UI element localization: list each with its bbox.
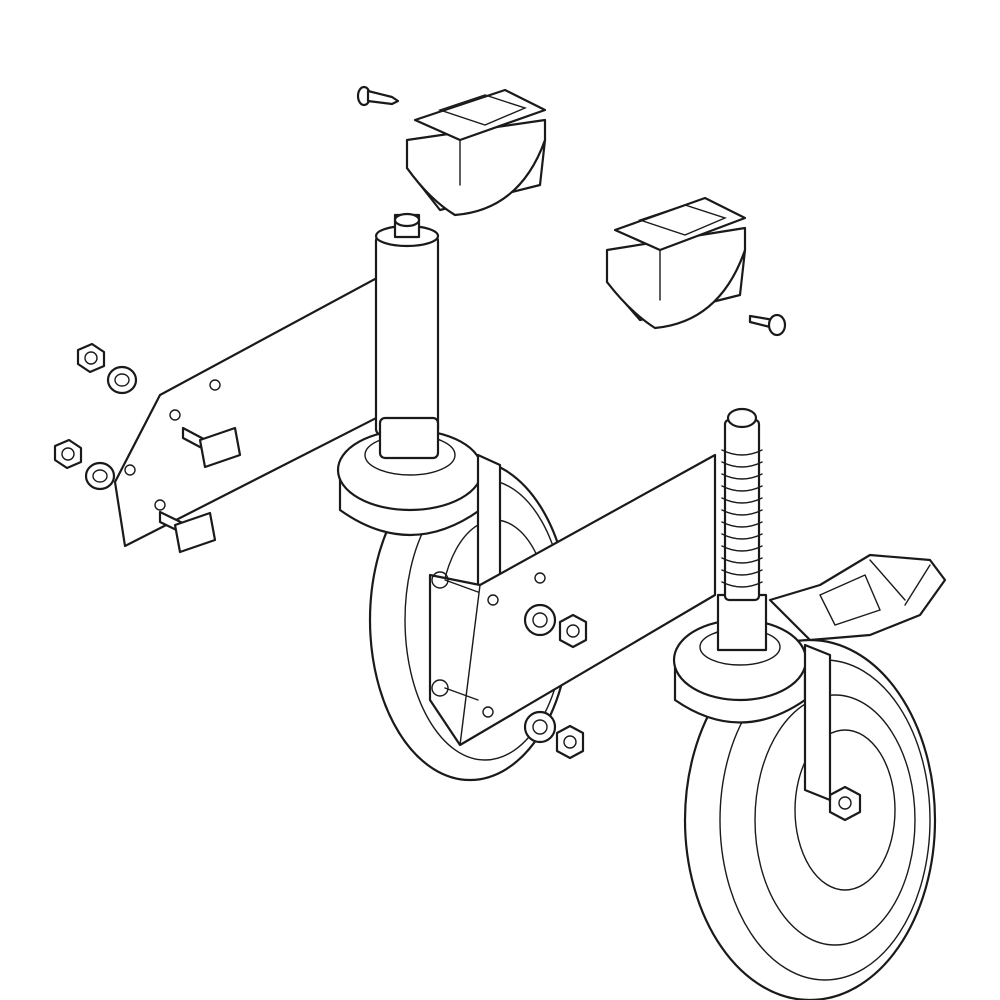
rubber-pad-upper <box>405 88 547 217</box>
right-lock-nut-upper <box>558 613 588 649</box>
right-mounting-plate <box>428 453 717 747</box>
brake-pedal <box>768 553 947 642</box>
spring-coils <box>721 449 763 588</box>
spring-stem <box>716 407 768 652</box>
right-lock-nut-lower <box>555 724 585 760</box>
rubber-pad-lower <box>605 196 747 330</box>
screw-lower <box>748 313 787 337</box>
left-mounting-plate <box>113 270 390 548</box>
left-lock-nut-lower <box>53 438 83 470</box>
t-bolt-upper <box>181 426 242 469</box>
left-caster-stem <box>374 212 440 437</box>
screw-upper <box>356 85 400 107</box>
right-washer-upper <box>523 603 557 637</box>
left-lock-nut-upper <box>76 342 106 374</box>
t-bolt-lower <box>158 510 217 554</box>
right-washer-lower <box>523 710 557 744</box>
left-caster-housing <box>336 416 502 612</box>
left-washer-upper <box>106 365 138 395</box>
left-washer-lower <box>84 461 116 491</box>
